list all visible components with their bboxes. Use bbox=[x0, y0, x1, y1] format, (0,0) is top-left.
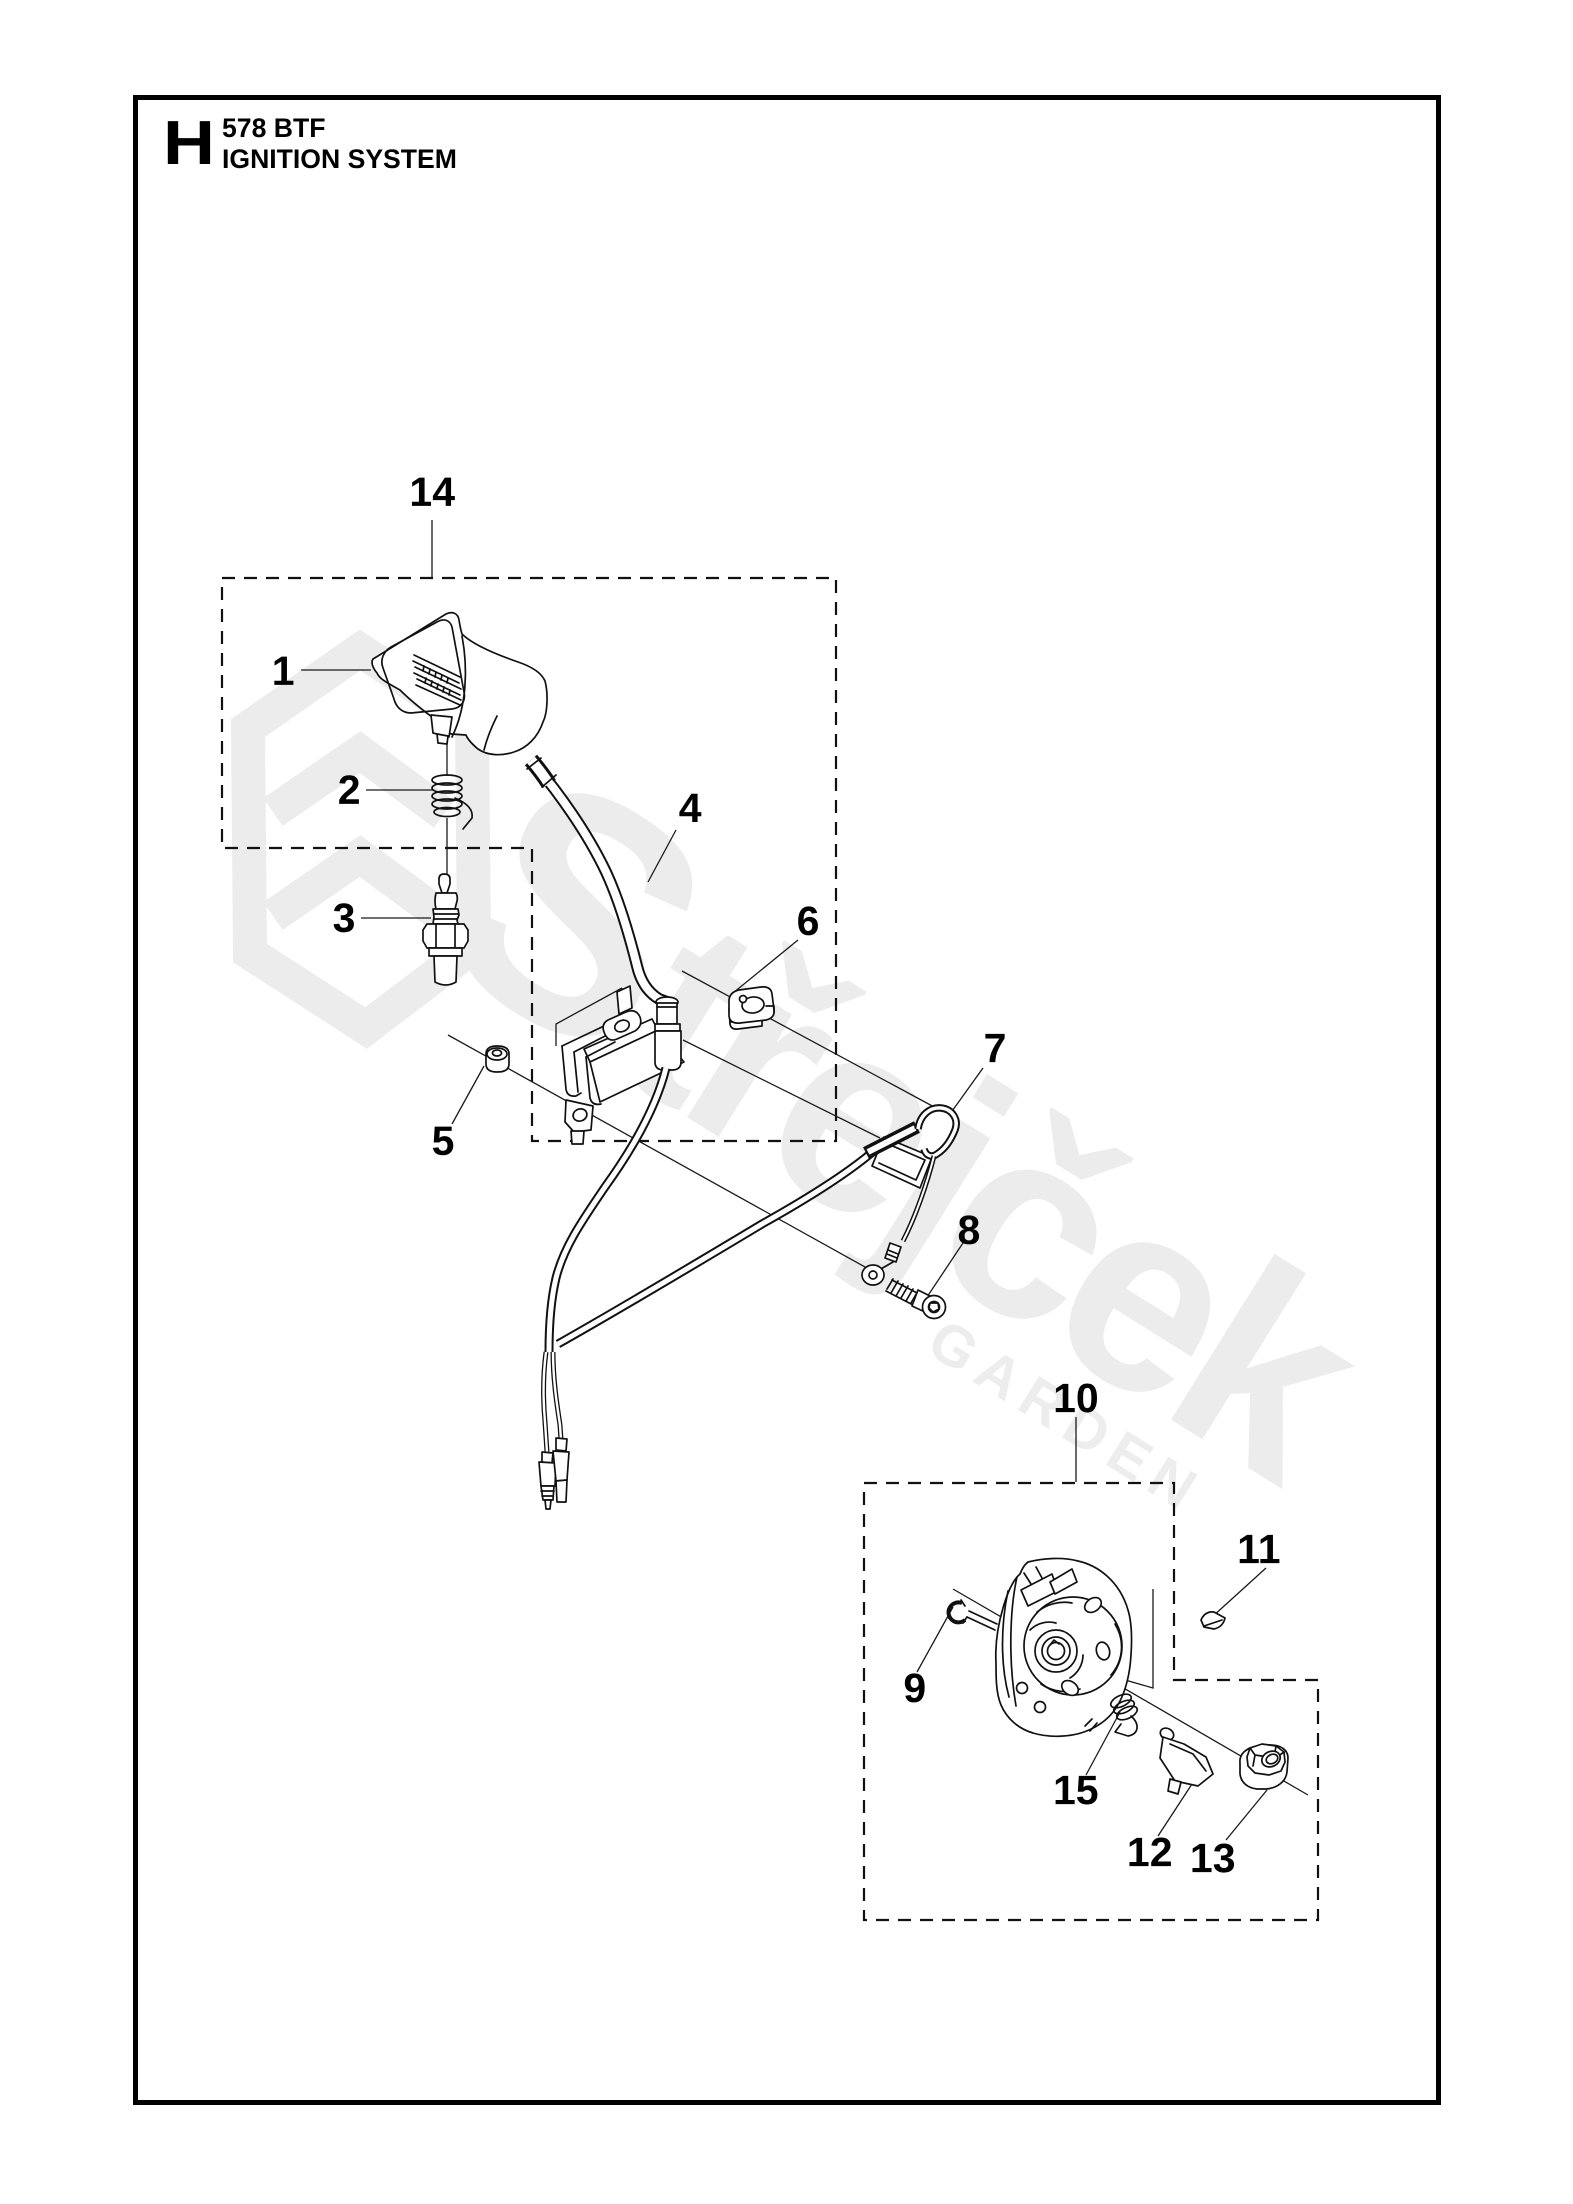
svg-text:15: 15 bbox=[1053, 1767, 1099, 1813]
svg-text:10: 10 bbox=[1053, 1375, 1099, 1421]
svg-text:578 BTF: 578 BTF bbox=[222, 113, 325, 143]
svg-text:12: 12 bbox=[1127, 1829, 1173, 1875]
svg-text:2: 2 bbox=[338, 767, 361, 813]
svg-text:13: 13 bbox=[1190, 1835, 1236, 1881]
svg-text:9: 9 bbox=[903, 1665, 926, 1711]
svg-text:6: 6 bbox=[797, 898, 820, 944]
svg-text:7: 7 bbox=[984, 1025, 1007, 1071]
svg-text:4: 4 bbox=[679, 785, 702, 831]
svg-text:1: 1 bbox=[272, 648, 295, 694]
svg-text:H: H bbox=[163, 109, 215, 178]
svg-text:8: 8 bbox=[958, 1207, 981, 1253]
svg-text:5: 5 bbox=[432, 1118, 455, 1164]
svg-text:11: 11 bbox=[1237, 1526, 1280, 1572]
svg-text:3: 3 bbox=[333, 895, 356, 941]
svg-text:IGNITION SYSTEM: IGNITION SYSTEM bbox=[222, 144, 457, 174]
svg-text:14: 14 bbox=[409, 469, 455, 515]
